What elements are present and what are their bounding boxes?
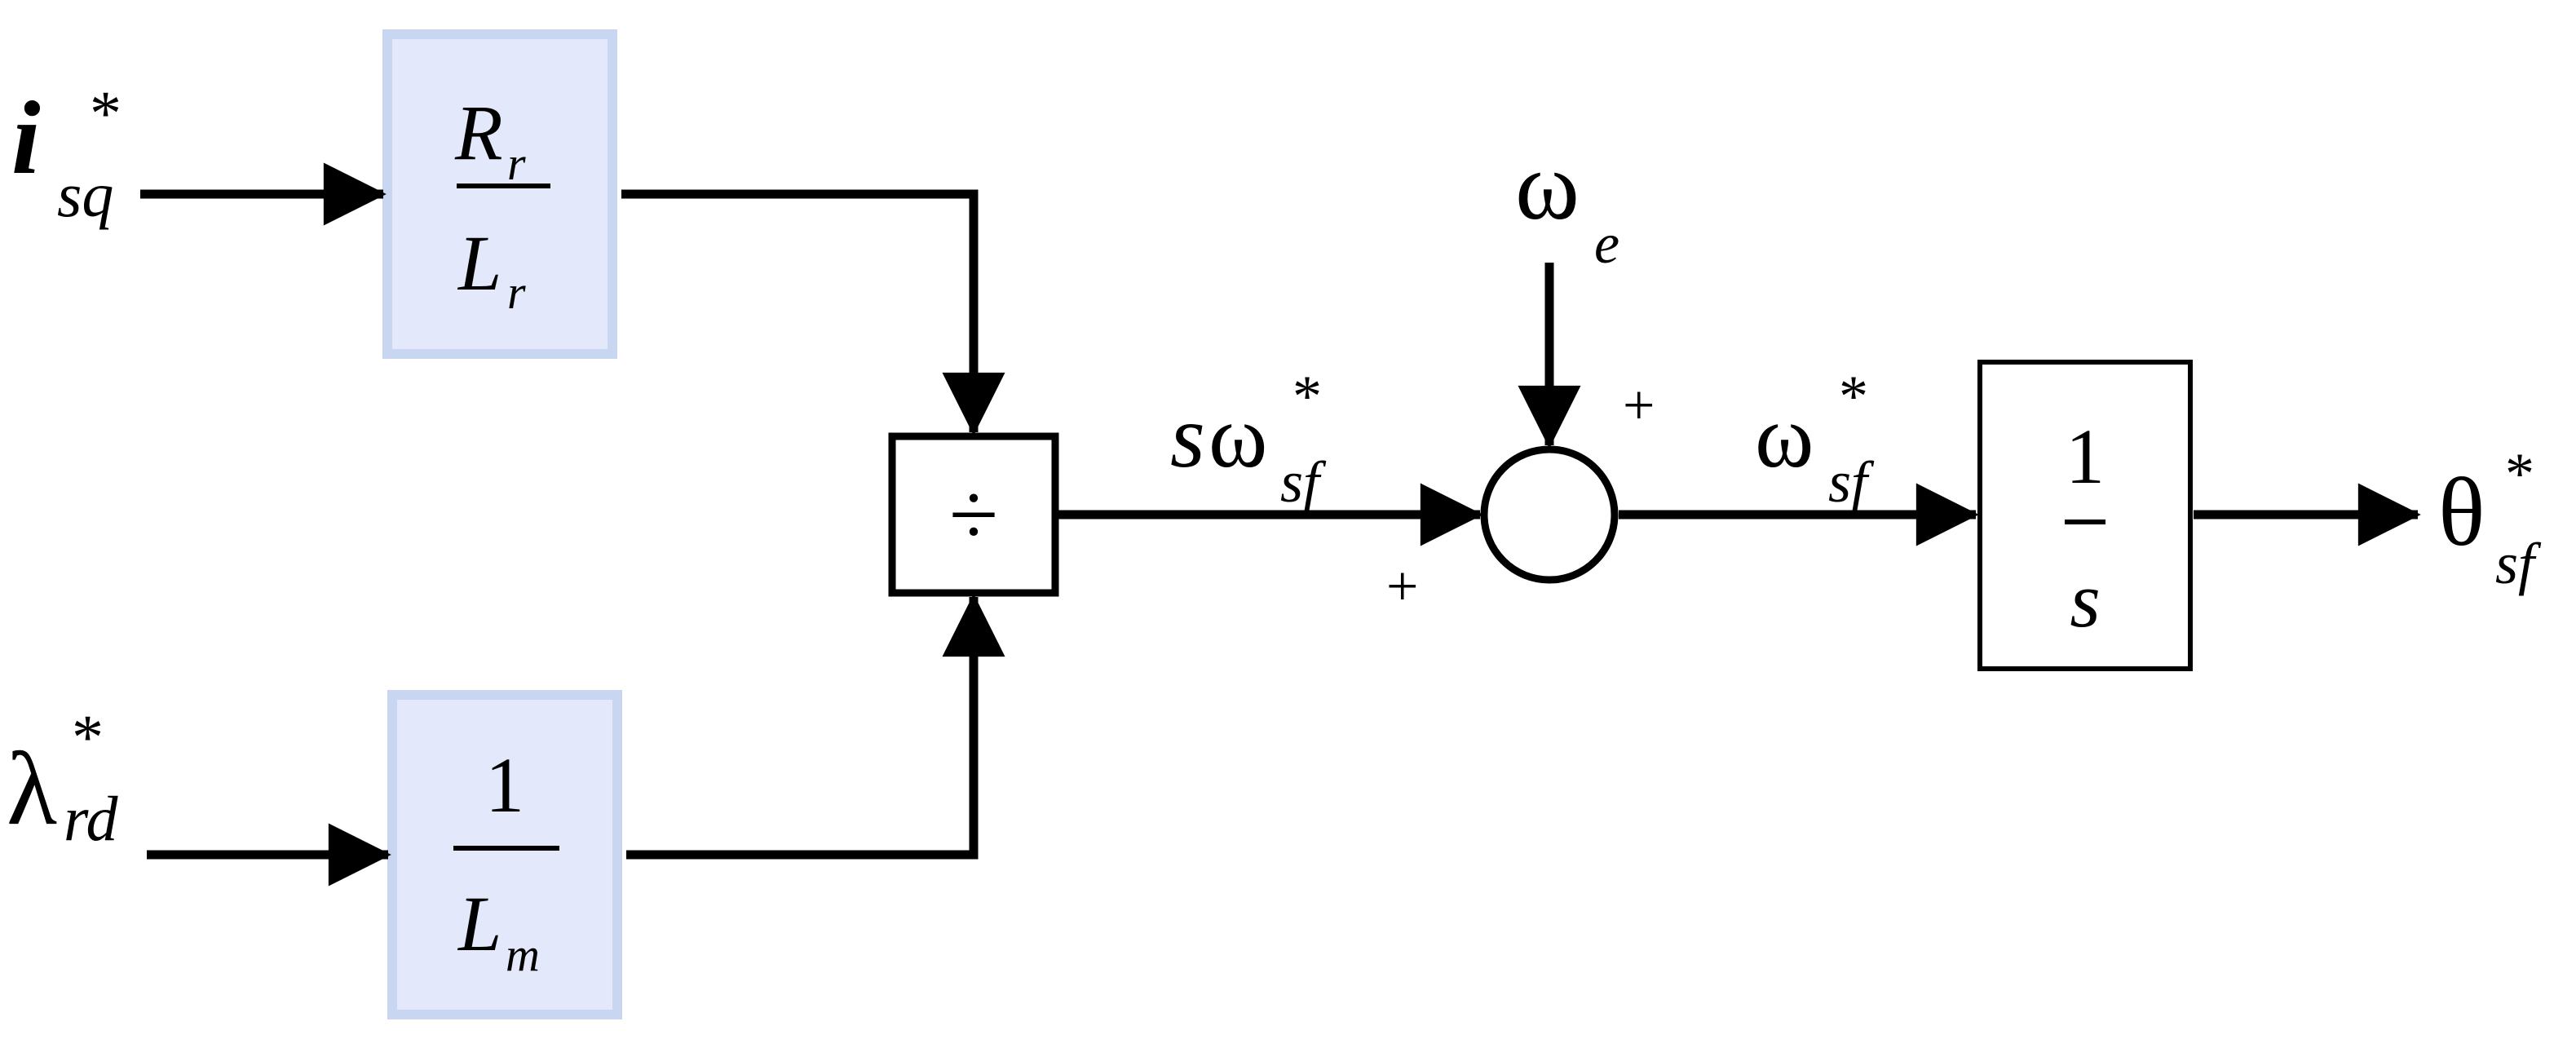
s-omega-main: ω bbox=[1208, 387, 1267, 486]
omega-sf-subscript: sf bbox=[1828, 449, 1875, 515]
divide-block-box bbox=[888, 432, 1059, 597]
omega-sf-main: ω bbox=[1755, 387, 1814, 486]
block-rr-lr-box bbox=[382, 29, 617, 359]
lambda-subscript: rd bbox=[64, 783, 118, 854]
theta-subscript: sf bbox=[2495, 531, 2542, 596]
integrator-denominator: s bbox=[2070, 556, 2100, 643]
block-one-lm-box bbox=[387, 690, 622, 1019]
sum-plus-top: + bbox=[1623, 374, 1655, 437]
lm-denominator-main: L bbox=[457, 880, 502, 967]
input-label-lambda-rd: λ rd * bbox=[7, 701, 118, 854]
integrator-numerator: 1 bbox=[2066, 413, 2105, 500]
summing-junction-circle bbox=[1480, 445, 1619, 584]
input-label-omega-e: ω e bbox=[1515, 131, 1619, 276]
omega-e-main: ω bbox=[1515, 131, 1580, 240]
omega-sf-superscript: * bbox=[1839, 364, 1868, 429]
isq-superscript: * bbox=[90, 77, 122, 148]
lm-denominator-sub: m bbox=[506, 928, 540, 981]
lr-denominator-main: L bbox=[457, 219, 502, 307]
arrow-one-lm-to-divide bbox=[626, 594, 1005, 860]
signal-label-s-omega-sf: s ω sf * bbox=[1170, 364, 1327, 515]
theta-main: θ bbox=[2438, 458, 2485, 566]
input-label-isq: i sq * bbox=[11, 77, 122, 230]
lambda-superscript: * bbox=[72, 701, 104, 772]
arrow-rr-lr-to-divide bbox=[621, 189, 1005, 436]
divide-block: ÷ bbox=[888, 432, 1059, 597]
sum-plus-left: + bbox=[1386, 555, 1418, 618]
isq-main: i bbox=[11, 80, 41, 196]
s-omega-prefix: s bbox=[1170, 387, 1205, 486]
rr-numerator-main: R bbox=[454, 89, 503, 176]
divide-symbol: ÷ bbox=[949, 465, 998, 564]
output-label-theta-sf: θ sf * bbox=[2438, 441, 2542, 596]
rr-numerator-sub: r bbox=[507, 137, 526, 190]
integrator-block-box bbox=[1977, 360, 2193, 671]
lambda-main: λ bbox=[7, 731, 57, 847]
signal-lines bbox=[140, 162, 2421, 887]
s-omega-subscript: sf bbox=[1280, 449, 1327, 515]
s-omega-superscript: * bbox=[1292, 364, 1322, 429]
isq-subscript: sq bbox=[57, 159, 113, 230]
integrator-block: 1 s bbox=[1977, 360, 2193, 671]
summing-junction: + + bbox=[1386, 374, 1655, 618]
one-lm-numerator: 1 bbox=[485, 741, 524, 829]
signal-label-omega-sf: ω sf * bbox=[1755, 364, 1875, 515]
block-one-over-lm: 1 L m bbox=[387, 690, 622, 1019]
block-rr-over-lr: R r L r bbox=[382, 29, 617, 359]
omega-e-subscript: e bbox=[1594, 213, 1619, 276]
lr-denominator-sub: r bbox=[507, 266, 526, 319]
theta-superscript: * bbox=[2505, 441, 2534, 506]
